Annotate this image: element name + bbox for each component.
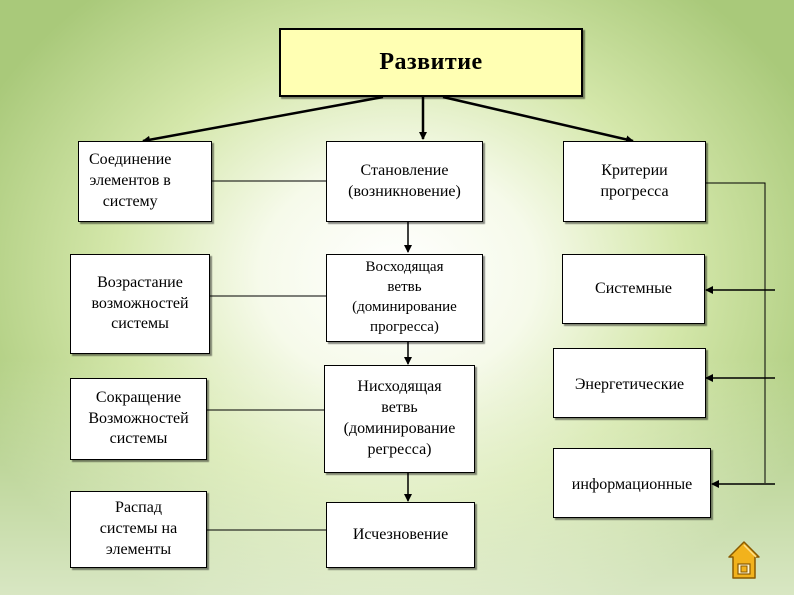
right-box-systemic-text: Системные [595, 279, 672, 297]
right-box-energetic-text: Энергетические [574, 376, 685, 393]
right-box-information-text: информационные [571, 476, 693, 493]
home-icon[interactable] [727, 540, 761, 580]
left-box-3: Сокращение Возможностей системы [70, 378, 207, 460]
right-box-systemic: Системные [562, 254, 705, 324]
middle-box-2-text: Восходящая ветвь (доминирование прогресс… [352, 259, 457, 335]
left-box-4: Распад системы на элементы [70, 491, 207, 568]
left-box-2-text: Возрастание возможностей системы [91, 273, 189, 333]
left-box-3-text: Сокращение Возможностей системы [88, 388, 189, 448]
left-box-1: Соединение элементов в систему [78, 141, 212, 222]
middle-box-1: Становление (возникновение) [326, 141, 483, 222]
left-box-4-text: Распад системы на элементы [99, 499, 178, 558]
right-box-criteria: Критерии прогресса [563, 141, 706, 222]
right-box-criteria-text: Критерии прогресса [600, 161, 669, 200]
middle-box-1-text: Становление (возникновение) [348, 161, 461, 200]
title-box: Развитие [279, 28, 583, 97]
right-box-information: информационные [553, 448, 711, 518]
bracket-criteria [706, 182, 766, 483]
arrow-title-to-left [142, 95, 384, 144]
left-box-1-text: Соединение элементов в систему [89, 151, 172, 210]
middle-box-2: Восходящая ветвь (доминирование прогресс… [326, 254, 483, 342]
title-text: Развитие [379, 48, 483, 75]
left-box-2: Возрастание возможностей системы [70, 254, 210, 354]
middle-box-4: Исчезновение [326, 502, 475, 568]
middle-box-3: Нисходящая ветвь (доминирование регресса… [324, 365, 475, 473]
middle-box-3-text: Нисходящая ветвь (доминирование регресса… [343, 378, 456, 458]
middle-box-4-text: Исчезновение [352, 525, 449, 543]
right-box-energetic: Энергетические [553, 348, 706, 418]
arrow-title-to-right [442, 95, 634, 144]
